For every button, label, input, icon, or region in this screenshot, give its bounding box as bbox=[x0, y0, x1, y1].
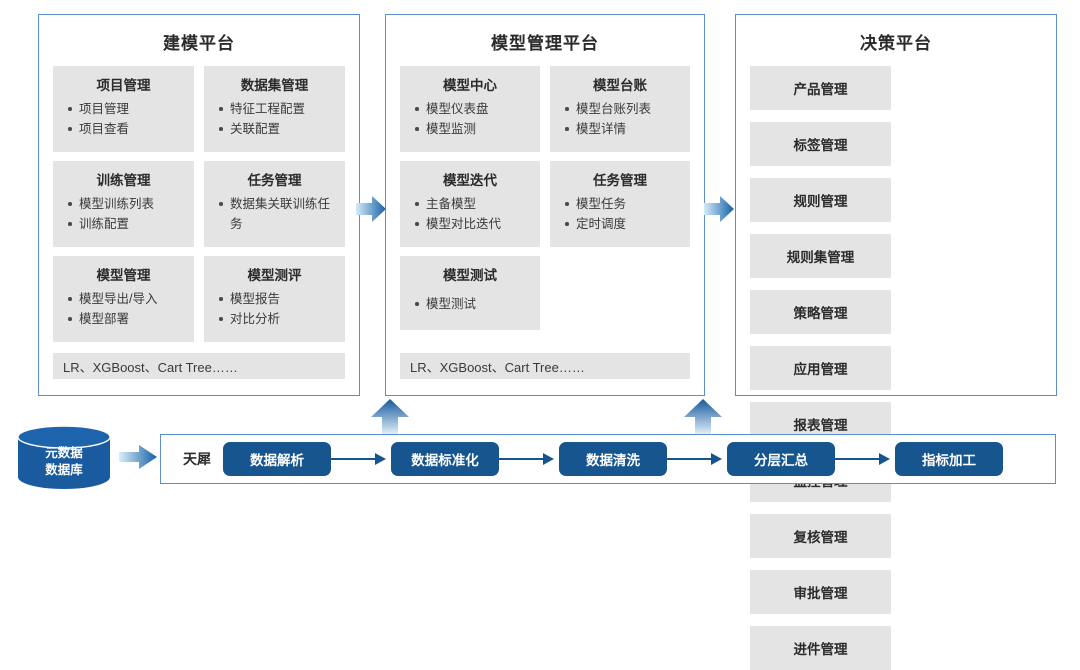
card-model-test[interactable]: 模型测试 模型测试 bbox=[400, 256, 540, 330]
card-item-list: 项目管理 项目查看 bbox=[59, 99, 188, 139]
card-item-list: 模型台账列表 模型详情 bbox=[556, 99, 684, 139]
list-item[interactable]: 数据集关联训练任务 bbox=[219, 194, 339, 234]
list-item[interactable]: 模型仪表盘 bbox=[415, 99, 534, 119]
card-title: 模型测试 bbox=[443, 268, 497, 283]
pipeline-arrow-icon bbox=[667, 453, 727, 465]
card-title: 任务管理 bbox=[593, 173, 647, 188]
card-title: 模型中心 bbox=[443, 78, 497, 93]
tile-application-management[interactable]: 应用管理 bbox=[750, 346, 891, 390]
pipeline-node-data-parsing[interactable]: 数据解析 bbox=[223, 442, 331, 476]
panel-decision-platform: 决策平台 产品管理 标签管理 规则管理 规则集管理 策略管理 应用管理 报表管理… bbox=[735, 14, 1057, 670]
card-model-iteration[interactable]: 模型迭代 主备模型 模型对比迭代 bbox=[400, 161, 540, 247]
arrow-right-icon bbox=[354, 192, 388, 226]
card-item-list: 模型导出/导入 模型部署 bbox=[59, 289, 188, 329]
list-item[interactable]: 定时调度 bbox=[565, 214, 684, 234]
list-item[interactable]: 主备模型 bbox=[415, 194, 534, 214]
card-title: 模型迭代 bbox=[443, 173, 497, 188]
list-item[interactable]: 模型部署 bbox=[68, 309, 188, 329]
data-pipeline-container: 天犀 数据解析 数据标准化 数据清洗 分层汇总 指标加工 bbox=[160, 434, 1056, 484]
arrow-right-icon bbox=[702, 192, 736, 226]
card-title: 模型管理 bbox=[96, 268, 151, 283]
algorithm-footer-modeling: LR、XGBoost、Cart Tree…… bbox=[53, 353, 345, 379]
card-title: 任务管理 bbox=[247, 173, 302, 188]
card-title: 项目管理 bbox=[96, 78, 151, 93]
metadata-database-cylinder: 元数据 数据库 bbox=[16, 425, 112, 489]
tile-approval-management[interactable]: 审批管理 bbox=[750, 570, 891, 614]
card-item-list: 特征工程配置 关联配置 bbox=[210, 99, 339, 139]
list-item[interactable]: 模型报告 bbox=[219, 289, 339, 309]
panel-model-management-platform: 模型管理平台 模型中心 模型仪表盘 模型监测 模型台账 模型台账列表 模型详情 … bbox=[385, 14, 705, 396]
card-grid-modeling: 项目管理 项目管理 项目查看 数据集管理 特征工程配置 关联配置 训练管理 模型… bbox=[39, 66, 359, 342]
card-training-management[interactable]: 训练管理 模型训练列表 训练配置 bbox=[53, 161, 194, 247]
list-item[interactable]: 项目管理 bbox=[68, 99, 188, 119]
list-item[interactable]: 模型训练列表 bbox=[68, 194, 188, 214]
arrow-right-icon bbox=[118, 442, 158, 472]
tile-rule-management[interactable]: 规则管理 bbox=[750, 178, 891, 222]
list-item[interactable]: 模型对比迭代 bbox=[415, 214, 534, 234]
card-item-list: 模型报告 对比分析 bbox=[210, 289, 339, 329]
panel-title-model-management: 模型管理平台 bbox=[491, 34, 599, 53]
pipeline-label: 天犀 bbox=[183, 451, 211, 467]
card-item-list: 模型任务 定时调度 bbox=[556, 194, 684, 234]
pipeline-arrow-icon bbox=[331, 453, 391, 465]
panel-modeling-platform: 建模平台 项目管理 项目管理 项目查看 数据集管理 特征工程配置 关联配置 训练… bbox=[38, 14, 360, 396]
card-model-evaluation[interactable]: 模型测评 模型报告 对比分析 bbox=[204, 256, 345, 342]
tile-review-management[interactable]: 复核管理 bbox=[750, 514, 891, 558]
card-grid-model-management: 模型中心 模型仪表盘 模型监测 模型台账 模型台账列表 模型详情 模型迭代 主备… bbox=[386, 66, 704, 330]
tile-strategy-management[interactable]: 策略管理 bbox=[750, 290, 891, 334]
list-item[interactable]: 关联配置 bbox=[219, 119, 339, 139]
tile-product-management[interactable]: 产品管理 bbox=[750, 66, 891, 110]
algorithm-footer-model-management: LR、XGBoost、Cart Tree…… bbox=[400, 353, 690, 379]
list-item[interactable]: 模型任务 bbox=[565, 194, 684, 214]
list-item[interactable]: 训练配置 bbox=[68, 214, 188, 234]
pipeline-arrow-icon bbox=[499, 453, 559, 465]
card-model-ledger[interactable]: 模型台账 模型台账列表 模型详情 bbox=[550, 66, 690, 152]
pipeline-node-metric-processing[interactable]: 指标加工 bbox=[895, 442, 1003, 476]
list-item[interactable]: 模型详情 bbox=[565, 119, 684, 139]
card-item-list: 模型测试 bbox=[406, 294, 534, 314]
list-item[interactable]: 模型台账列表 bbox=[565, 99, 684, 119]
card-project-management[interactable]: 项目管理 项目管理 项目查看 bbox=[53, 66, 194, 152]
card-title: 数据集管理 bbox=[240, 78, 309, 93]
pipeline-node-layered-aggregation[interactable]: 分层汇总 bbox=[727, 442, 835, 476]
pipeline-arrow-icon bbox=[835, 453, 895, 465]
arrow-up-icon bbox=[683, 398, 723, 436]
card-task-management[interactable]: 任务管理 数据集关联训练任务 bbox=[204, 161, 345, 247]
list-item[interactable]: 项目查看 bbox=[68, 119, 188, 139]
pipeline-node-data-standardization[interactable]: 数据标准化 bbox=[391, 442, 499, 476]
list-item[interactable]: 对比分析 bbox=[219, 309, 339, 329]
card-item-list: 模型仪表盘 模型监测 bbox=[406, 99, 534, 139]
card-model-management[interactable]: 模型管理 模型导出/导入 模型部署 bbox=[53, 256, 194, 342]
tile-intake-management[interactable]: 进件管理 bbox=[750, 626, 891, 670]
card-item-list: 主备模型 模型对比迭代 bbox=[406, 194, 534, 234]
panel-title-modeling: 建模平台 bbox=[163, 34, 235, 53]
card-title: 训练管理 bbox=[96, 173, 151, 188]
card-task-management[interactable]: 任务管理 模型任务 定时调度 bbox=[550, 161, 690, 247]
card-item-list: 模型训练列表 训练配置 bbox=[59, 194, 188, 234]
card-model-center[interactable]: 模型中心 模型仪表盘 模型监测 bbox=[400, 66, 540, 152]
list-item[interactable]: 模型导出/导入 bbox=[68, 289, 188, 309]
card-title: 模型台账 bbox=[593, 78, 647, 93]
list-item[interactable]: 模型监测 bbox=[415, 119, 534, 139]
list-item[interactable]: 特征工程配置 bbox=[219, 99, 339, 119]
pipeline-node-data-cleaning[interactable]: 数据清洗 bbox=[559, 442, 667, 476]
arrow-up-icon bbox=[370, 398, 410, 436]
tile-tag-management[interactable]: 标签管理 bbox=[750, 122, 891, 166]
tile-ruleset-management[interactable]: 规则集管理 bbox=[750, 234, 891, 278]
tile-grid-decision: 产品管理 标签管理 规则管理 规则集管理 策略管理 应用管理 报表管理 监控管理… bbox=[736, 66, 1056, 670]
panel-title-decision: 决策平台 bbox=[860, 34, 932, 53]
list-item[interactable]: 模型测试 bbox=[415, 294, 534, 314]
card-item-list: 数据集关联训练任务 bbox=[210, 194, 339, 234]
card-dataset-management[interactable]: 数据集管理 特征工程配置 关联配置 bbox=[204, 66, 345, 152]
card-title: 模型测评 bbox=[247, 268, 302, 283]
